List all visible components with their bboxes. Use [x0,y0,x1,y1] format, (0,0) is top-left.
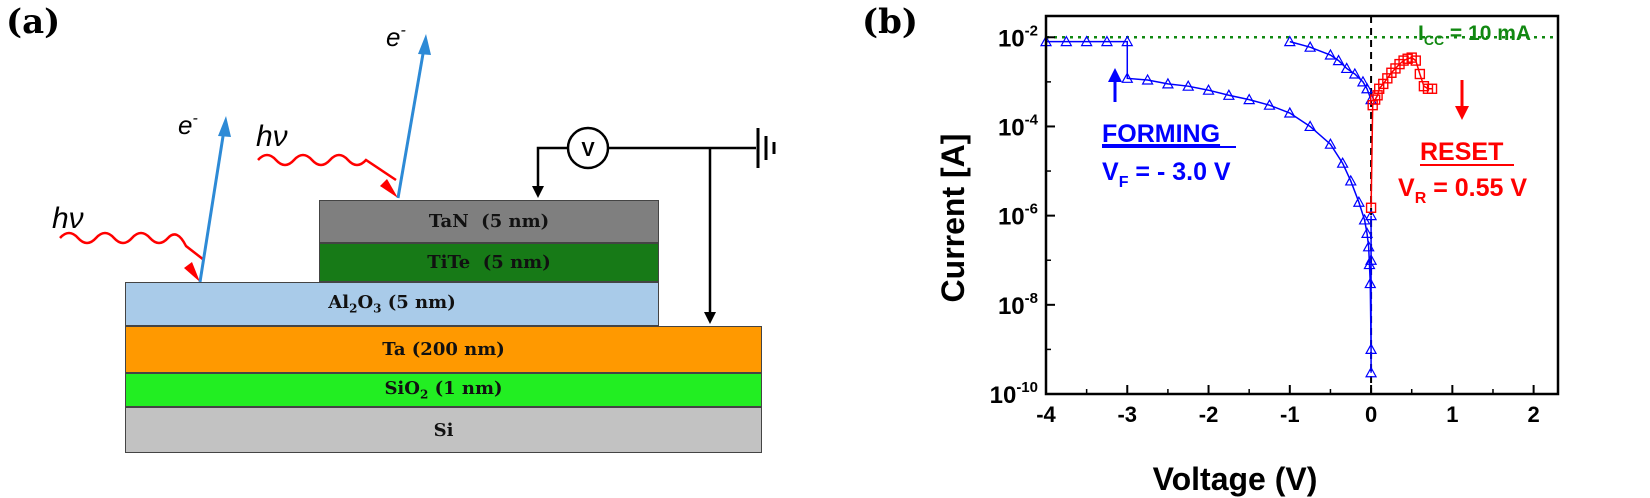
data-point [1324,137,1337,149]
x-tick-label: 1 [1446,402,1458,427]
y-tick-label: 10-4 [998,111,1039,141]
data-point [1182,79,1195,91]
data-point [1365,366,1378,378]
panel-b-label: (b) [862,2,918,42]
data-point [1365,209,1378,221]
layer-sio2: SiO2 (1 nm) [125,373,762,407]
electron-arrow-right [396,34,431,199]
data-point [1263,98,1276,110]
ground-icon [756,128,776,168]
voltmeter-label: V [581,139,595,161]
data-point [1426,83,1438,94]
forming-voltage: VF = - 3.0 V [1102,158,1231,191]
data-point [1283,35,1296,47]
layer-tan-label: TaN (5 nm) [428,211,550,232]
data-point [1121,35,1134,47]
data-point [1356,75,1369,87]
data-point [1080,35,1093,47]
data-point [1283,106,1296,118]
series-line [1370,56,1433,208]
data-point [1365,253,1378,265]
y-tick-label: 10-6 [998,201,1038,231]
layer-al2o3: Al2O3 (5 nm) [125,282,659,326]
data-point [1202,83,1215,95]
data-point [1352,195,1365,207]
electron-arrow-left [198,116,231,283]
icc-label: ICC = 10 mA [1418,22,1531,48]
layer-ta-label: Ta (200 nm) [382,339,505,360]
reset-voltage: VR = 0.55 V [1398,174,1527,207]
x-tick-label: -3 [1117,402,1137,427]
layer-tite-label: TiTe (5 nm) [427,252,551,273]
data-point [1332,54,1345,66]
layer-si: Si [125,407,762,453]
data-point [1414,68,1426,80]
plot-marks [1039,16,1558,394]
data-point [1222,89,1235,100]
photon-wave-right [257,153,398,198]
data-point [1121,72,1134,83]
plot-frame [1044,14,1560,396]
x-tick-label: 2 [1527,402,1539,427]
y-tick-label: 10-8 [998,290,1038,320]
data-point [1365,202,1377,213]
data-point [1243,93,1256,105]
layer-si-label: Si [433,419,454,441]
probe-arrow-bottom [704,312,716,324]
layer-ta: Ta (200 nm) [125,326,762,373]
series-line [1046,40,1372,373]
measurement-circuit [536,146,756,318]
data-point [1100,35,1113,47]
photon-symbol-left: hν [52,202,84,235]
electron-symbol-right: e- [386,22,406,52]
data-point [1365,343,1378,355]
data-point [1324,48,1337,60]
data-point [1410,55,1421,66]
layer-tan: TaN (5 nm) [319,200,659,243]
data-point [1372,90,1383,101]
electron-symbol-left: e- [178,110,198,140]
y-axis-label: Current [A] [935,134,971,303]
y-tick-label: 10-2 [998,22,1038,52]
data-point [1141,73,1154,85]
data-point [1060,35,1073,47]
data-point [1304,40,1317,52]
data-point [1336,156,1349,168]
data-point [1340,62,1353,74]
reset-title: RESET [1420,138,1503,166]
y-tick-label: 10-10 [990,379,1038,409]
x-tick-label: -1 [1280,402,1300,427]
x-tick-label: -2 [1199,402,1219,427]
data-point [1360,82,1374,94]
photon-symbol-right: hν [256,120,288,153]
forming-title: FORMING [1102,120,1220,148]
series-forming [1039,35,1378,378]
data-point [1362,240,1375,252]
layer-al2o3-label: Al2O3 (5 nm) [328,292,456,316]
reset-arrow-icon [1455,80,1469,120]
panel-a-diagram: hν hν e- e- V [52,22,776,324]
data-point [1304,120,1317,132]
data-point [1360,227,1374,238]
x-tick-label: 0 [1365,402,1377,427]
layer-sio2-label: SiO2 (1 nm) [384,378,503,402]
axis-ticks: -4 -3 -2 -1 0 1 2 10-10 10-8 10-6 10-4 10-2 [990,22,1540,427]
data-point [1344,174,1357,186]
probe-arrow-top [532,186,544,198]
x-axis-label: Voltage (V) [1153,461,1318,497]
data-point [1348,67,1361,79]
data-point [1367,99,1378,111]
x-tick-label: -4 [1036,402,1056,427]
voltmeter-icon [566,126,610,170]
series-reset [1365,52,1438,213]
data-point [1364,277,1377,289]
panel-a-label: (a) [6,2,61,42]
layer-tite: TiTe (5 nm) [319,243,659,282]
data-point [1161,77,1174,89]
photon-wave-left [59,231,205,282]
forming-arrow-icon [1108,68,1122,102]
